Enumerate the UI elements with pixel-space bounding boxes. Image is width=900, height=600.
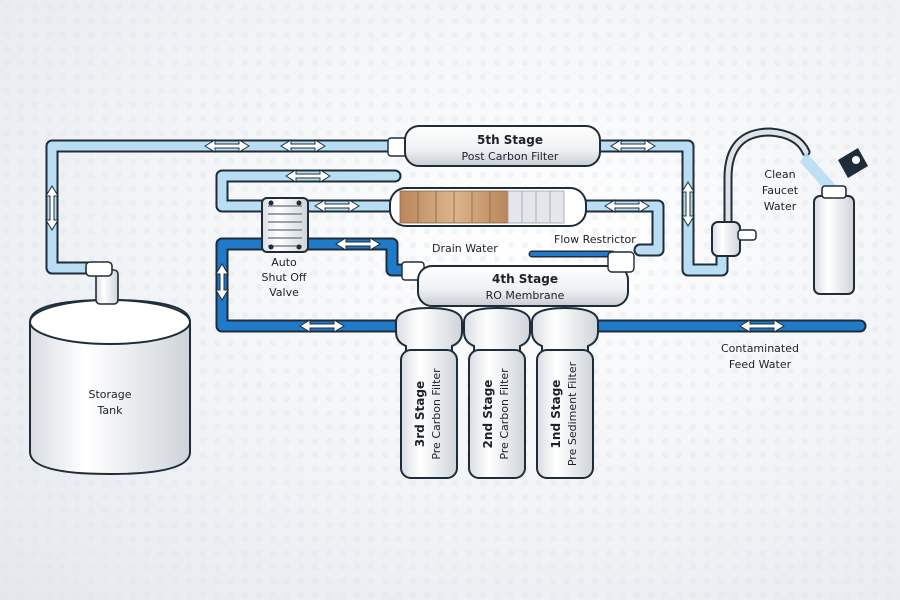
auto-shut-off-valve: Auto Shut Off Valve: [261, 197, 309, 299]
arrow-top-mid: [280, 139, 326, 153]
stage5-filter: 5th Stage Post Carbon Filter: [387, 125, 601, 167]
arrow-inline-out: [604, 199, 650, 213]
stage2-subtitle: Pre Carbon Filter: [498, 368, 511, 460]
valve-label-line3: Valve: [269, 286, 299, 299]
stage3-filter: 3rd Stage Pre Carbon Filter: [395, 306, 463, 479]
arrow-inline-in: [314, 199, 360, 213]
flow-restrictor-label: Flow Restrictor: [554, 233, 636, 246]
inline-carbon-filter: [389, 187, 587, 227]
faucet-label-line2: Faucet: [762, 184, 799, 197]
storage-tank-label-line1: Storage: [88, 388, 131, 401]
stage1-subtitle: Pre Sediment Filter: [566, 361, 579, 466]
arrow-top-left: [204, 139, 250, 153]
faucet-label-line3: Water: [764, 200, 797, 213]
stage5-title: 5th Stage: [477, 133, 543, 147]
arrow-feed-in: [739, 319, 785, 333]
bottle-cap-icon: [838, 148, 868, 178]
stage2-filter: 2nd Stage Pre Carbon Filter: [463, 306, 531, 479]
stage5-subtitle: Post Carbon Filter: [462, 150, 559, 163]
storage-tank-label-line2: Tank: [97, 404, 124, 417]
water-bottle: [813, 185, 855, 295]
stage3-title: 3rd Stage: [413, 381, 427, 447]
arrow-right-top: [610, 139, 656, 153]
valve-label-line2: Shut Off: [262, 271, 307, 284]
valve-label-line1: Auto: [271, 256, 297, 269]
stage1-filter: 1nd Stage Pre Sediment Filter: [531, 306, 599, 479]
stage4-subtitle: RO Membrane: [486, 289, 565, 302]
arrow-right-down: [681, 181, 695, 227]
feed-water-label-line1: Contaminated: [721, 342, 799, 355]
stage3-subtitle: Pre Carbon Filter: [430, 368, 443, 460]
stage4-title: 4th Stage: [492, 272, 558, 286]
drain-water-label: Drain Water: [432, 242, 498, 255]
stage2-title: 2nd Stage: [481, 380, 495, 449]
arrow-left-vertical: [45, 185, 59, 231]
stage4-membrane: 4th Stage RO Membrane: [401, 251, 635, 307]
stage1-title: 1nd Stage: [549, 380, 563, 449]
arrow-valve-out: [335, 237, 381, 251]
arrow-feed-left: [299, 319, 345, 333]
flow-arrows: [45, 139, 785, 333]
feed-water-label-line2: Feed Water: [729, 358, 792, 371]
arrow-loop-vertical: [215, 263, 229, 301]
arrow-second-row: [285, 169, 331, 183]
faucet-label-line1: Clean: [764, 168, 795, 181]
storage-tank: Storage Tank: [29, 261, 191, 476]
